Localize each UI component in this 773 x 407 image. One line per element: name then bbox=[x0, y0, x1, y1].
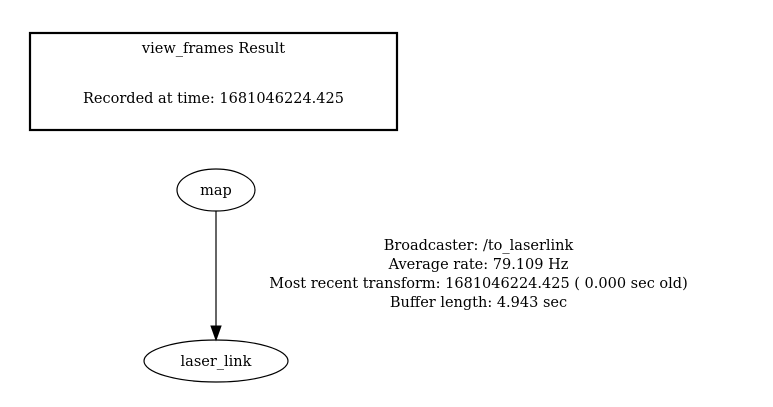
edge-most-recent-transform: Most recent transform: 1681046224.425 ( … bbox=[269, 276, 688, 292]
result-box: view_frames Result Recorded at time: 168… bbox=[28, 31, 399, 132]
tf-edge-arrowhead bbox=[210, 325, 222, 342]
frame-node-laser-link-ellipse bbox=[143, 339, 289, 383]
edge-broadcaster: Broadcaster: /to_laserlink bbox=[384, 238, 574, 254]
tf-edge bbox=[210, 211, 222, 342]
frame-node-laser-link[interactable]: laser_link bbox=[143, 339, 289, 383]
edge-buffer-length: Buffer length: 4.943 sec bbox=[390, 295, 567, 311]
result-box-border bbox=[28, 31, 399, 132]
tf-edge-label: Broadcaster: /to_laserlink Average rate:… bbox=[269, 238, 688, 311]
frame-node-laser-link-label: laser_link bbox=[181, 354, 252, 370]
edge-average-rate: Average rate: 79.109 Hz bbox=[388, 257, 569, 273]
recorded-time: Recorded at time: 1681046224.425 bbox=[83, 91, 344, 107]
frame-node-map-label: map bbox=[200, 183, 232, 199]
result-title: view_frames Result bbox=[141, 41, 285, 57]
frame-node-map[interactable]: map bbox=[176, 168, 256, 212]
